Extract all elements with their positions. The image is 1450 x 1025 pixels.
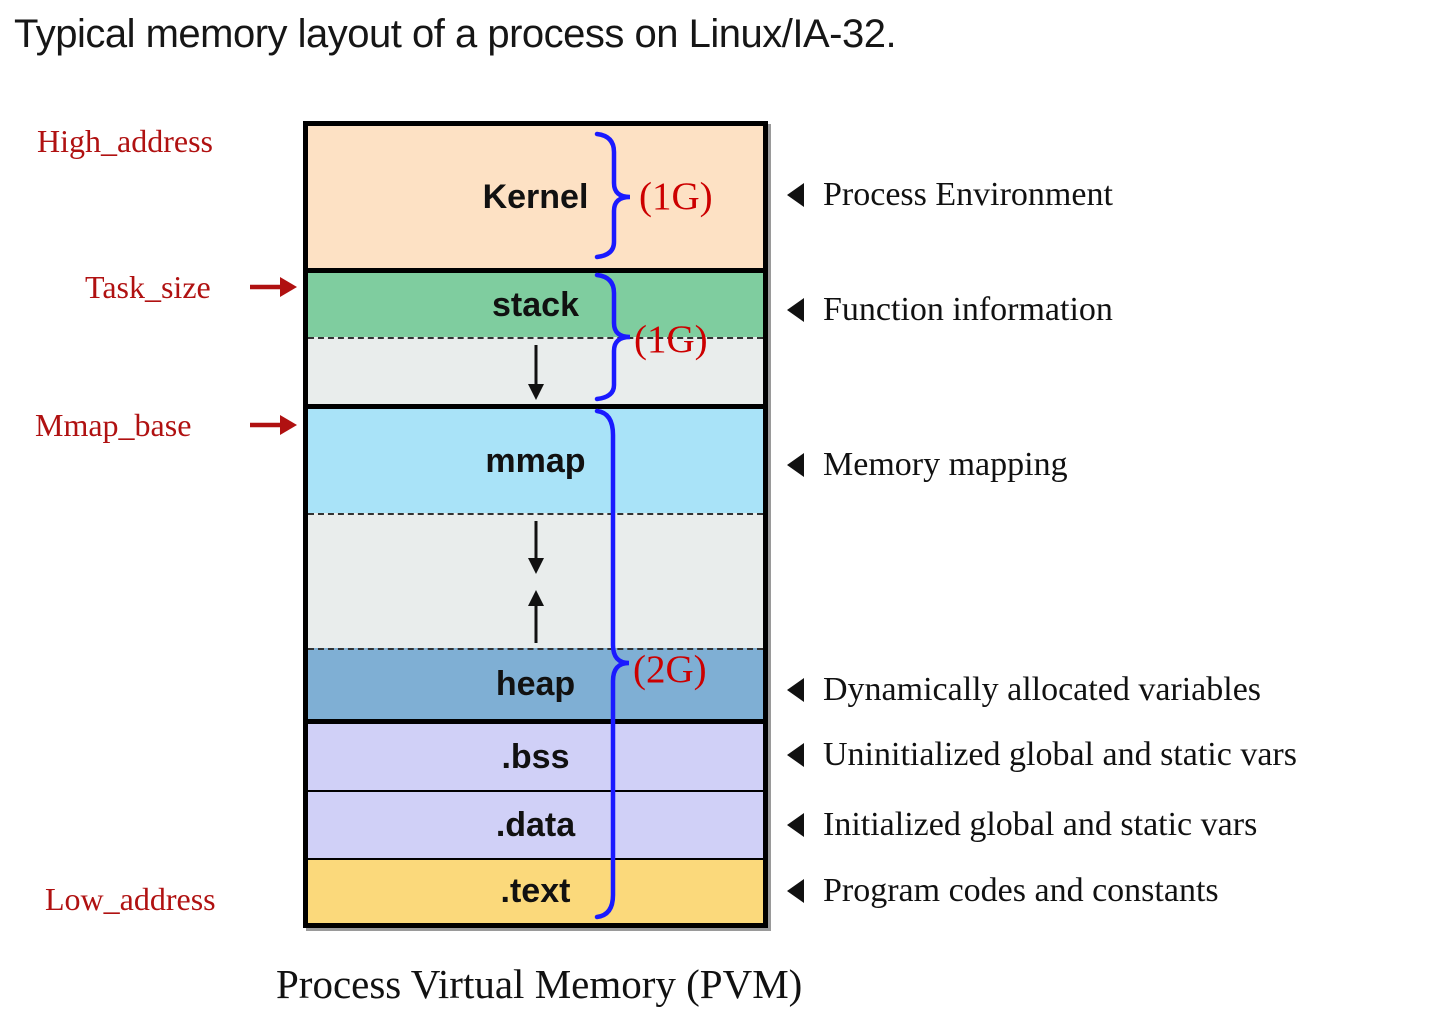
right-arrow-icon <box>250 415 297 435</box>
left-triangle-icon <box>787 678 804 702</box>
annotation-dynamically-allocated: Dynamically allocated variables <box>787 669 1261 711</box>
low-address-label: Low_address <box>45 881 216 917</box>
left-triangle-icon <box>787 453 804 477</box>
left-triangle-icon <box>787 183 804 207</box>
annotation-text: Uninitialized global and static vars <box>823 736 1297 773</box>
segment-heap: heap <box>308 648 763 719</box>
segment-data-label: .data <box>495 805 576 844</box>
segment-stack-label: stack <box>492 285 579 324</box>
left-triangle-icon <box>787 813 804 837</box>
segment-kernel-label: Kernel <box>482 177 589 216</box>
annotation-text: Function information <box>823 291 1113 328</box>
diagram-caption: Process Virtual Memory (PVM) <box>276 961 803 1007</box>
annotation-uninitialized-vars: Uninitialized global and static vars <box>787 734 1297 776</box>
segment-heap-label: heap <box>495 665 576 703</box>
segment-bss: .bss <box>308 719 763 790</box>
down-arrow-icon <box>527 344 544 400</box>
segment-mmap: mmap <box>308 404 763 513</box>
left-triangle-icon <box>787 298 804 322</box>
annotation-text: Process Environment <box>823 176 1113 213</box>
segment-text-label: .text <box>500 872 571 910</box>
annotation-text: Dynamically allocated variables <box>823 671 1262 708</box>
annotation-text: Program codes and constants <box>823 872 1219 909</box>
down-arrow-icon <box>527 520 544 574</box>
annotation-initialized-vars: Initialized global and static vars <box>787 804 1257 846</box>
segment-mmap-label: mmap <box>485 441 586 480</box>
up-arrow-icon <box>527 589 544 643</box>
segment-stack: stack <box>308 268 763 337</box>
high-address-label: High_address <box>37 123 213 159</box>
kernel-size-label: (1G) <box>639 175 713 218</box>
task-size-label: Task_size <box>85 269 211 305</box>
user-space-size-label: (2G) <box>633 648 707 691</box>
annotation-memory-mapping: Memory mapping <box>787 444 1068 486</box>
page-title: Typical memory layout of a process on Li… <box>14 12 897 56</box>
right-arrow-icon <box>250 277 297 297</box>
annotation-process-environment: Process Environment <box>787 174 1113 216</box>
segment-text: .text <box>308 858 763 923</box>
segment-bss-label: .bss <box>501 737 570 776</box>
annotation-program-codes: Program codes and constants <box>787 870 1219 912</box>
segment-kernel: Kernel <box>308 126 763 268</box>
left-triangle-icon <box>787 743 804 767</box>
process-virtual-memory-box: Kernel stack mmap heap <box>303 121 768 928</box>
stack-size-label: (1G) <box>634 318 708 361</box>
left-triangle-icon <box>787 879 804 903</box>
segment-data: .data <box>308 790 763 858</box>
annotation-text: Initialized global and static vars <box>823 806 1258 843</box>
mmap-base-label: Mmap_base <box>35 407 192 443</box>
annotation-text: Memory mapping <box>823 446 1068 483</box>
segment-growth-gap <box>308 513 763 648</box>
annotation-function-information: Function information <box>787 289 1113 331</box>
segment-stack-growth-area <box>308 337 763 404</box>
